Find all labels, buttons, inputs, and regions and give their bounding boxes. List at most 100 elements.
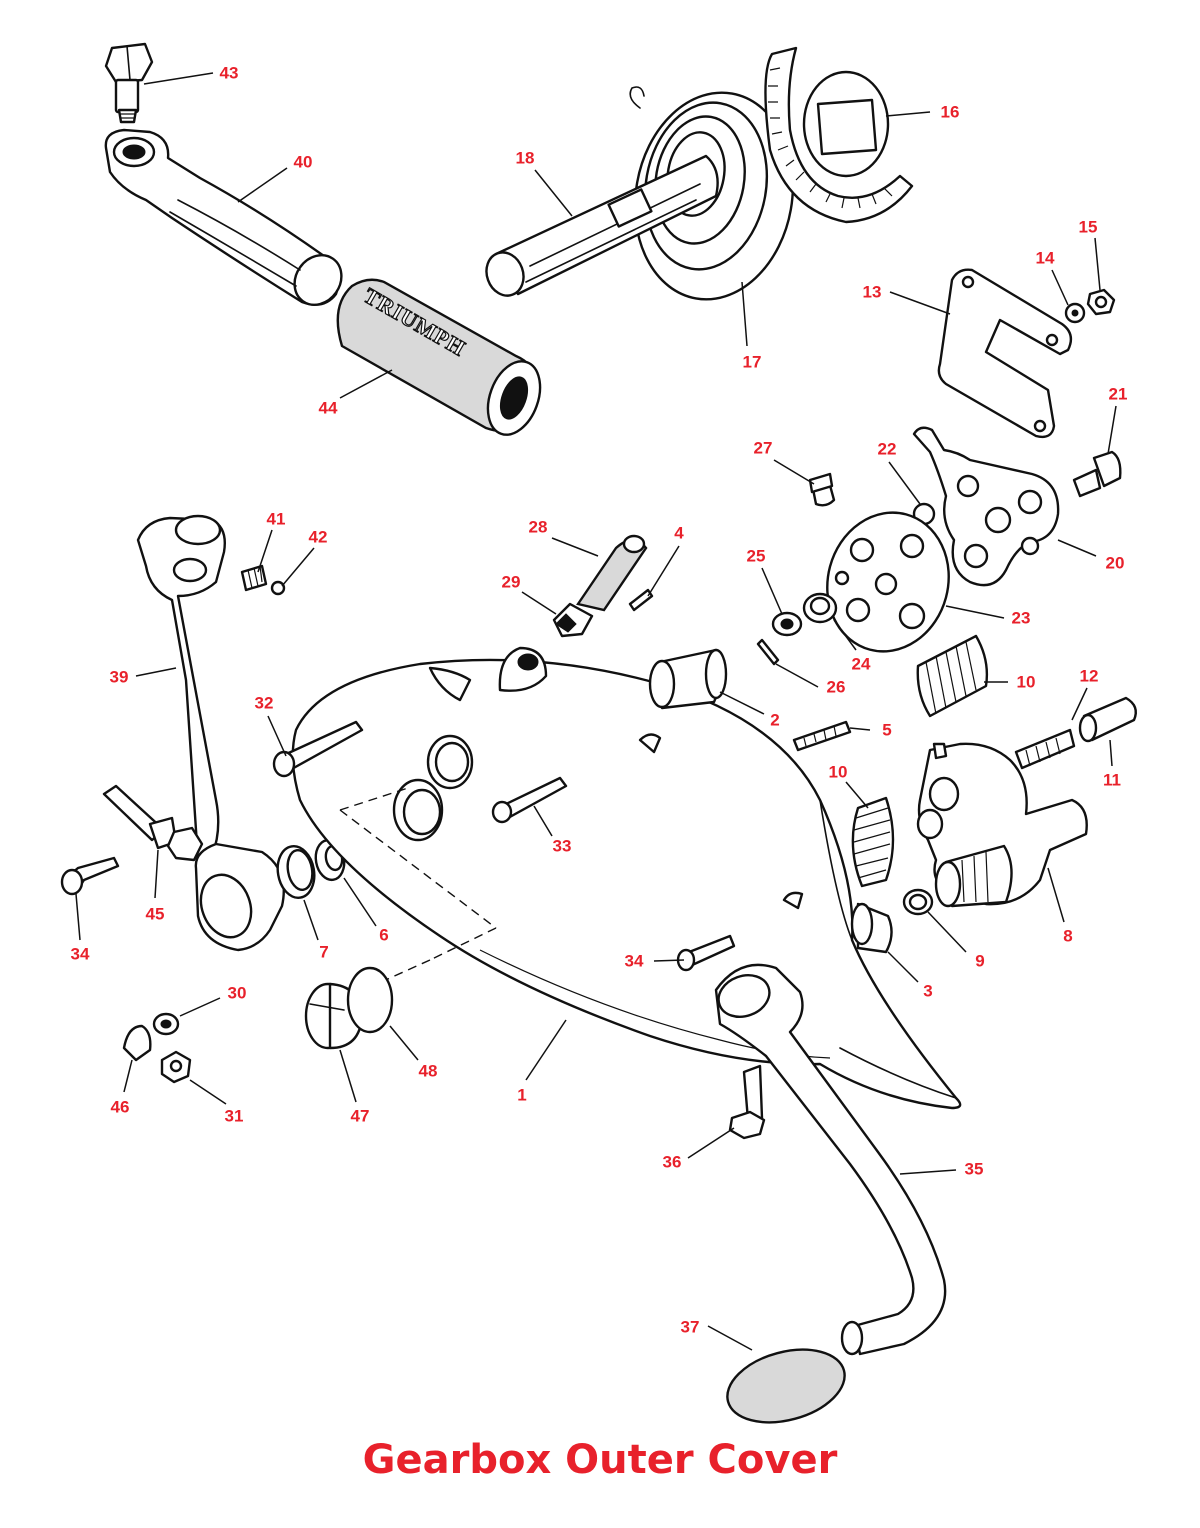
- part-30-washer: [152, 1012, 180, 1036]
- callout-label-10: 10: [829, 763, 848, 782]
- callout-label-25: 25: [747, 547, 766, 566]
- part-34-screw-right: [676, 934, 736, 972]
- part-37-pedal-rubber: [726, 1348, 846, 1424]
- callout-label-17: 17: [743, 353, 762, 372]
- callout-leader-17: [741, 281, 748, 347]
- callout-leader-5: [849, 727, 871, 731]
- callout-leader-44: [339, 369, 393, 399]
- callout-label-44: 44: [319, 399, 338, 418]
- part-31-nut: [160, 1050, 192, 1084]
- callout-label-33: 33: [553, 837, 572, 856]
- part-12-spring: [1014, 728, 1076, 770]
- part-15-nut: [1086, 288, 1116, 316]
- part-45-bolt: [102, 784, 204, 862]
- callout-leader-20: [1057, 539, 1097, 557]
- part-44-grip: TRIUMPH: [336, 278, 542, 436]
- part-43-bolt: [104, 42, 154, 124]
- callout-leader-2: [719, 691, 765, 715]
- callout-label-34: 34: [625, 952, 644, 971]
- part-5-stud: [792, 720, 852, 752]
- callout-leader-30: [179, 997, 221, 1017]
- callout-label-7: 7: [319, 943, 328, 962]
- callout-leader-16: [885, 111, 931, 117]
- part-10-spring-upper: [916, 634, 989, 718]
- callout-leader-40: [237, 167, 288, 203]
- part-40-pedal-arm: [104, 128, 343, 306]
- callout-leader-26: [775, 663, 819, 688]
- part-41-spring: [240, 564, 268, 592]
- callout-leader-33: [533, 805, 553, 837]
- callout-leader-7: [303, 899, 319, 941]
- callout-label-8: 8: [1063, 927, 1072, 946]
- callout-leader-4: [647, 545, 680, 597]
- callout-leader-11: [1109, 739, 1113, 767]
- callout-leader-39: [135, 667, 177, 677]
- callout-leader-37: [707, 1325, 753, 1351]
- callout-label-20: 20: [1106, 554, 1125, 573]
- callout-label-10: 10: [1017, 673, 1036, 692]
- callout-leader-14: [1051, 269, 1069, 306]
- part-36-bolt: [728, 1064, 766, 1140]
- callout-label-6: 6: [379, 926, 388, 945]
- callout-label-48: 48: [419, 1062, 438, 1081]
- callout-label-24: 24: [852, 655, 871, 674]
- callout-leader-24: [833, 619, 857, 651]
- part-48-seal-ring: [346, 966, 394, 1034]
- callout-label-13: 13: [863, 283, 882, 302]
- callout-label-27: 27: [754, 439, 773, 458]
- callout-leader-28: [551, 537, 599, 557]
- callout-label-1: 1: [517, 1086, 526, 1105]
- part-21-stud: [1072, 450, 1122, 498]
- callout-label-11: 11: [1103, 771, 1121, 790]
- callout-label-15: 15: [1079, 218, 1098, 237]
- callout-leader-15: [1094, 237, 1101, 291]
- callout-leader-47: [339, 1049, 357, 1103]
- part-14-washer: [1064, 302, 1086, 324]
- callout-leader-1: [525, 1019, 567, 1081]
- callout-label-45: 45: [146, 905, 165, 924]
- page-title: Gearbox Outer Cover: [362, 1437, 838, 1483]
- callout-label-39: 39: [110, 668, 129, 687]
- callout-leader-10: [845, 781, 869, 809]
- part-39-gear-lever: [136, 514, 285, 952]
- part-9-oring: [902, 888, 934, 916]
- part-32-screw: [272, 720, 364, 778]
- callout-leader-3: [887, 951, 919, 983]
- callout-label-26: 26: [827, 678, 846, 697]
- part-42-ball: [270, 580, 286, 596]
- callout-leader-48: [389, 1025, 419, 1061]
- callout-label-32: 32: [255, 694, 274, 713]
- part-27-screw: [808, 472, 836, 507]
- part-4-pin: [628, 588, 654, 612]
- callout-label-22: 22: [878, 440, 897, 459]
- callout-leader-36: [687, 1127, 735, 1159]
- callout-leader-35: [899, 1169, 957, 1175]
- callout-leader-32: [267, 715, 287, 757]
- part-28-plunger: [576, 534, 648, 612]
- callout-label-9: 9: [975, 952, 984, 971]
- part-13-plate: [937, 268, 1073, 439]
- part-16-quadrant-gear: [764, 46, 914, 224]
- callout-leader-31: [189, 1079, 227, 1105]
- callout-leader-8: [1047, 867, 1065, 923]
- part-26-pin: [756, 638, 780, 666]
- callout-leader-18: [534, 169, 573, 217]
- part-18-shaft: [485, 154, 719, 297]
- callout-leader-23: [945, 605, 1005, 619]
- callout-label-40: 40: [294, 153, 313, 172]
- callout-label-5: 5: [882, 721, 891, 740]
- callout-label-43: 43: [220, 64, 239, 83]
- callout-label-34: 34: [71, 945, 90, 964]
- callout-label-46: 46: [111, 1098, 130, 1117]
- callout-label-4: 4: [674, 524, 684, 543]
- callout-leader-9: [927, 911, 967, 953]
- part-24-bush: [802, 592, 838, 624]
- callout-label-2: 2: [770, 711, 779, 730]
- callout-leader-22: [888, 461, 921, 505]
- callout-leader-41: [257, 529, 273, 573]
- part-3-bush: [850, 902, 893, 954]
- callout-leader-6: [343, 877, 377, 927]
- callout-leader-42: [281, 547, 315, 587]
- part-34-screw-left: [60, 856, 120, 896]
- callout-label-42: 42: [309, 528, 328, 547]
